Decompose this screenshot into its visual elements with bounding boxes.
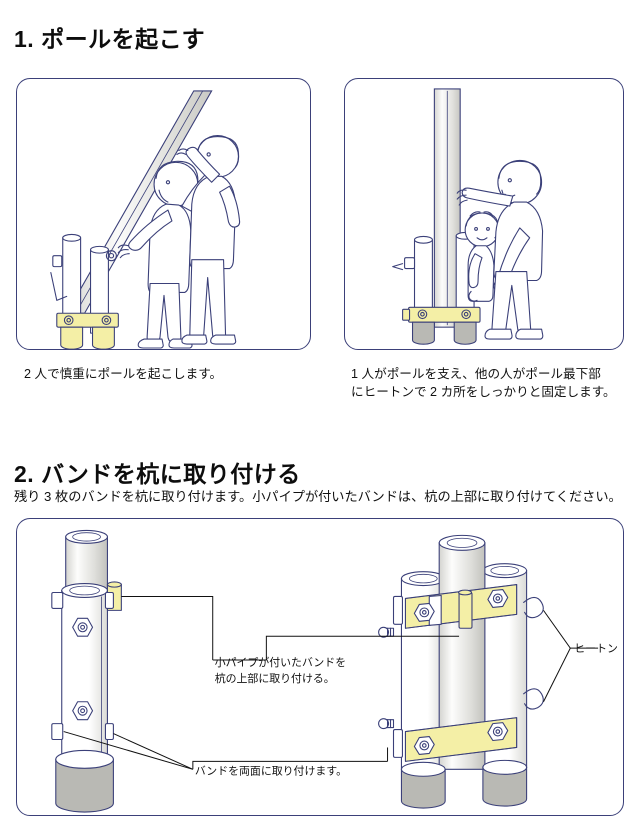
band-icon [392,717,518,762]
band-icon [51,591,114,741]
section-2-heading: 2. バンドを杭に取り付ける [14,461,301,487]
panel-1-caption: 2 人で慎重にポールを起こします。 [24,367,223,381]
small-pipe-band-note-line2: 杭の上部に取り付ける。 [215,672,335,685]
band-both-sides-note-line1: バンドを両面に取り付けます。 [195,764,347,777]
pole-upright-drawing [392,88,544,345]
concrete-footing-icon [60,326,115,349]
leader-lines [63,595,599,770]
illustration-panel-band-attachment: 小パイプが付いたバンドを 杭の上部に取り付ける。 バンドを両面に取り付けます。 … [16,518,624,816]
eye-bolt-icon [523,596,544,710]
band-icon [402,306,481,323]
panel-2-caption: 1 人がポールを支え、他の人がポール最下部 にヒートンで 2 カ所をしっかりと固… [351,367,616,400]
raising-pole-drawing [50,90,241,349]
stake-detail-left [51,529,122,813]
section-1-heading: 1. ポールを起こす [14,26,206,52]
hex-bolt-icon [72,617,94,721]
person-icon [176,135,241,345]
concrete-footing-icon [55,749,114,813]
small-pipe-band-note-line1: 小パイプが付いたバンドを [215,655,346,669]
person-icon [117,160,225,349]
band-icon [392,584,518,629]
concrete-footing-icon [400,759,528,809]
illustration-panel-pole-upright [344,78,624,350]
assembly-detail-right [378,534,544,809]
heton-label-text: ヒートン [574,642,618,655]
illustration-panel-raising-pole [16,78,311,350]
pole-icon [65,529,108,600]
hex-bolt-icon [378,626,395,730]
band-attachment-drawing: 小パイプが付いたバンドを 杭の上部に取り付ける。 バンドを両面に取り付けます。 … [51,529,618,813]
person-icon [456,159,544,340]
concrete-footing-icon [411,321,477,345]
band-icon [56,312,119,328]
person-icon [464,211,500,302]
section-2-description: 残り 3 枚のバンドを杭に取り付けます。小パイプが付いたバンドは、杭の上部に取り… [14,489,622,504]
